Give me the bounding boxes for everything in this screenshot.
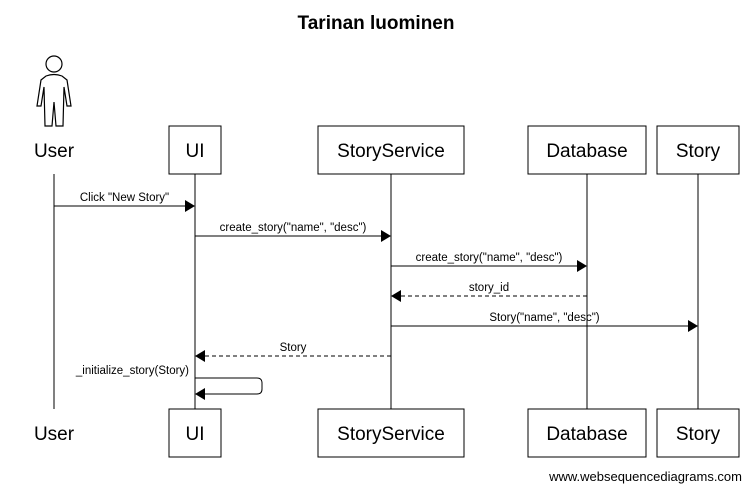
message-label: create_story("name", "desc") — [416, 252, 563, 264]
message-1: Click "New Story" — [54, 192, 195, 212]
participant-top-ui — [168, 125, 222, 175]
arrowhead-icon — [688, 320, 698, 332]
participant-top-database — [527, 125, 647, 175]
participant-bottom-user-label: User — [34, 424, 75, 445]
arrowhead-icon — [391, 290, 401, 302]
messages: Click "New Story" create_story("name", "d… — [54, 192, 698, 400]
arrowhead-icon — [577, 260, 587, 272]
message-7: _initialize_story(Story) — [75, 365, 263, 400]
participant-top-ui-label: UI — [186, 141, 205, 162]
arrowhead-icon — [195, 388, 205, 400]
participant-top-story-label: Story — [676, 141, 721, 162]
message-label: story_id — [469, 282, 509, 294]
arrowhead-icon — [381, 230, 391, 242]
participant-bottom-ui-label: UI — [186, 424, 205, 445]
participant-top-story — [656, 125, 740, 175]
footer-watermark: www.websequencediagrams.com — [548, 469, 742, 484]
participant-top-storyservice-label: StoryService — [337, 141, 445, 162]
message-line — [195, 377, 263, 395]
message-5: Story("name", "desc") — [391, 312, 698, 332]
participant-top-storyservice — [317, 125, 465, 175]
message-label: Story — [280, 342, 307, 354]
participant-bottom-story — [656, 408, 740, 458]
participant-bottom-database-label: Database — [546, 424, 627, 445]
message-label: Click "New Story" — [80, 192, 169, 204]
arrowhead-icon — [185, 200, 195, 212]
message-label: create_story("name", "desc") — [220, 222, 367, 234]
message-2: create_story("name", "desc") — [195, 222, 391, 242]
participant-bottom-database — [527, 408, 647, 458]
participant-bottom-story-label: Story — [676, 424, 721, 445]
participant-bottom-storyservice — [317, 408, 465, 458]
message-4: story_id — [391, 282, 587, 302]
diagram-title: Tarinan luominen — [298, 13, 455, 34]
participant-top-user-label: User — [34, 141, 75, 162]
participants-bottom: User UI StoryService Database Story — [34, 408, 740, 458]
participant-top-database-label: Database — [546, 141, 627, 162]
actor-user-icon — [36, 55, 72, 127]
participant-bottom-ui — [168, 408, 222, 458]
arrowhead-icon — [195, 350, 205, 362]
participant-bottom-storyservice-label: StoryService — [337, 424, 445, 445]
message-3: create_story("name", "desc") — [391, 252, 587, 272]
lifelines — [53, 174, 699, 409]
message-label: _initialize_story(Story) — [75, 365, 189, 377]
message-label: Story("name", "desc") — [489, 312, 599, 324]
message-6: Story — [195, 342, 391, 362]
participants-top: User UI StoryService Database Story — [34, 55, 740, 175]
